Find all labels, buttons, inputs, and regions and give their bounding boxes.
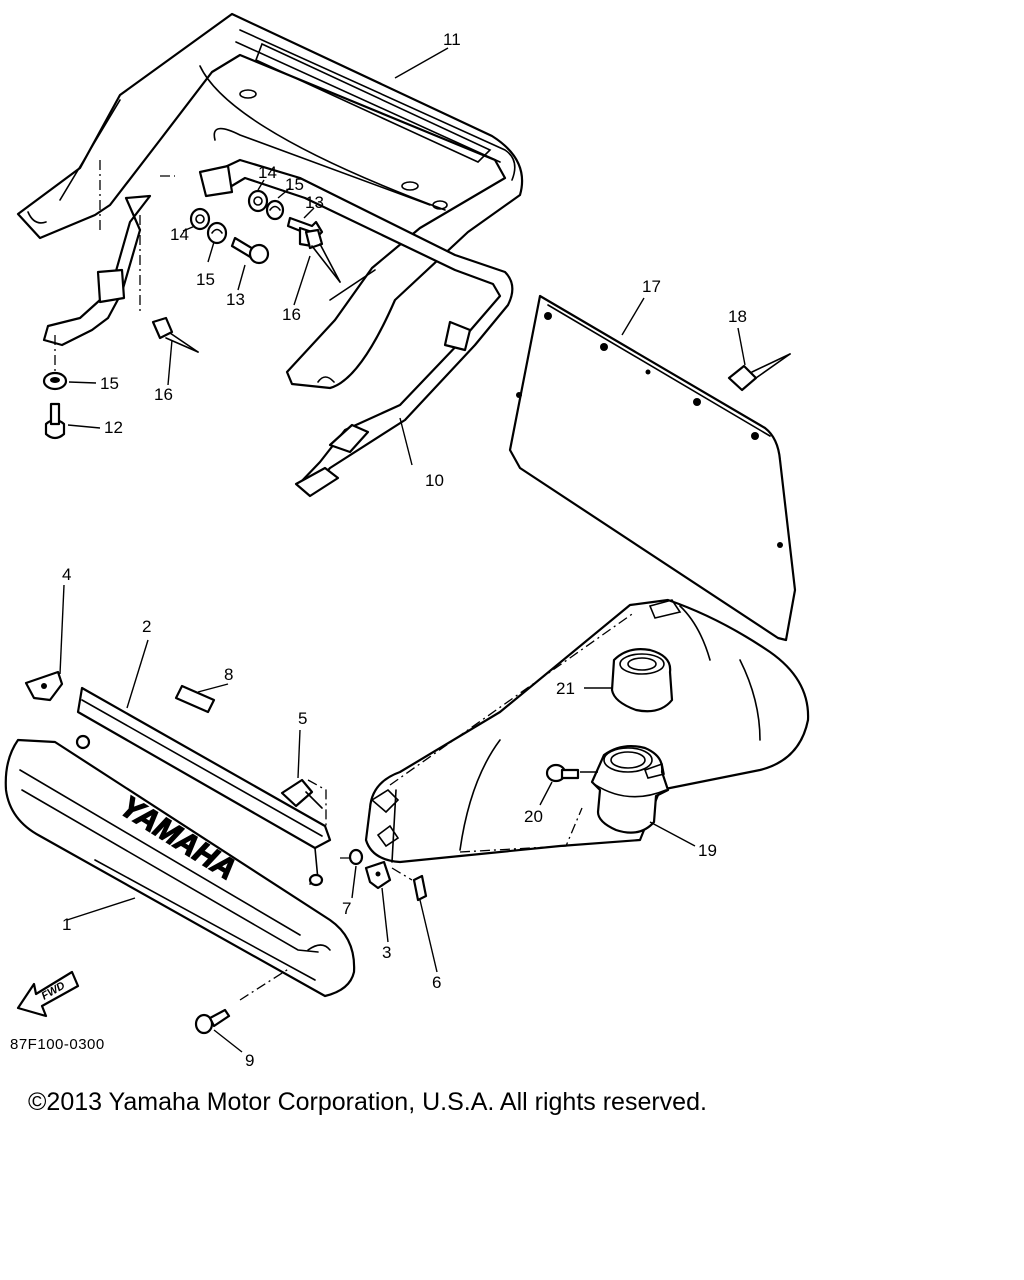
callout-8: 8 (224, 665, 233, 684)
callout-3: 3 (382, 943, 391, 962)
callout-2: 2 (142, 617, 151, 636)
callout-13: 13 (305, 193, 324, 212)
exploded-parts-diagram: YAMAHA (4, 12, 810, 1070)
callout-14: 14 (170, 225, 189, 244)
callout-1: 1 (62, 915, 71, 934)
washers-and-bolts-right (247, 189, 341, 283)
callout-15: 15 (285, 175, 304, 194)
callout-6: 6 (432, 973, 441, 992)
callout-15: 15 (100, 374, 119, 393)
callout-18: 18 (728, 307, 747, 326)
part-2-bracket (75, 686, 332, 887)
callout-21: 21 (556, 679, 575, 698)
callout-17: 17 (642, 277, 661, 296)
part-9-screw (194, 1008, 231, 1035)
callout-14: 14 (258, 163, 277, 182)
part-21-cap (610, 648, 674, 713)
callout-16: 16 (282, 305, 301, 324)
washers-and-bolts-left (151, 207, 270, 353)
part-10-grab-strap (198, 158, 514, 498)
part-7-washer (348, 848, 364, 866)
washer-15-and-bolt-12 (42, 371, 68, 440)
copyright-notice: ©2013 Yamaha Motor Corporation, U.S.A. A… (28, 1088, 707, 1116)
forward-arrow-icon: FWD (16, 970, 80, 1018)
part-5-fastener (280, 778, 327, 826)
strap-bracket-left (42, 194, 152, 347)
part-4-clip (24, 670, 64, 702)
callout-13: 13 (226, 290, 245, 309)
part-11-seat-frame (16, 12, 524, 390)
callout-15: 15 (196, 270, 215, 289)
tank-body (364, 598, 810, 864)
callout-7: 7 (342, 899, 351, 918)
callout-9: 9 (245, 1051, 254, 1070)
callout-12: 12 (104, 418, 123, 437)
callout-11: 11 (443, 30, 461, 49)
part-17-storage-panel (508, 294, 797, 642)
callout-5: 5 (298, 709, 307, 728)
part-8-label (174, 684, 216, 714)
part-20-screw (545, 763, 580, 783)
diagram-code: 87F100-0300 (10, 1036, 105, 1053)
callout-16: 16 (154, 385, 173, 404)
callout-20: 20 (524, 807, 543, 826)
part-19-filler-neck (590, 745, 670, 834)
part-18-push-rivet (727, 353, 791, 392)
part-6-pin (412, 874, 428, 902)
callout-labels: 11 14 15 13 14 15 13 16 16 15 12 10 17 1… (62, 30, 747, 1070)
callout-4: 4 (62, 565, 71, 584)
callout-19: 19 (698, 841, 717, 860)
part-1-front-cover: YAMAHA (4, 738, 356, 998)
callout-10: 10 (425, 471, 444, 490)
part-3-clip (364, 860, 392, 890)
